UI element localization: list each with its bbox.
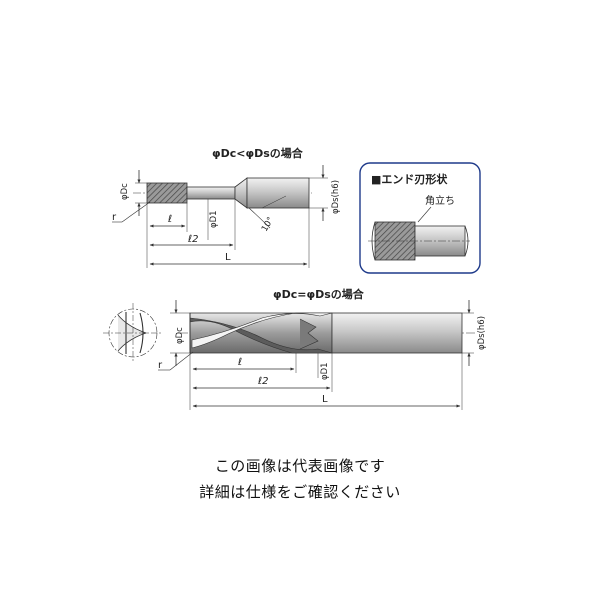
top-dc-label: φDc xyxy=(120,183,130,200)
top-angle-label: 10° xyxy=(260,215,276,233)
caption-representative-image: この画像は代表画像です xyxy=(214,457,386,475)
bottom-d1-label: φD1 xyxy=(320,362,330,380)
bottom-l2-label: ℓ2 xyxy=(258,376,269,387)
end-shape-inset: ■エンド刃形状 角立ち xyxy=(359,162,481,274)
inset-title: ■エンド刃形状 xyxy=(371,172,448,186)
top-r-label: r xyxy=(112,212,117,223)
bottom-dc-label: φDc xyxy=(175,327,185,344)
top-title: φDc<φDsの場合 xyxy=(212,146,304,160)
end-view xyxy=(103,303,163,363)
top-l-label: ℓ xyxy=(168,214,172,225)
bottom-title: φDc=φDsの場合 xyxy=(273,287,365,301)
bottom-drawing: φDc=φDsの場合 φDc xyxy=(103,287,487,410)
top-L-label: L xyxy=(225,252,231,263)
bottom-flute-part xyxy=(189,312,333,354)
top-cutting-part xyxy=(146,182,188,204)
top-l2-label: ℓ2 xyxy=(188,234,199,245)
bottom-shank xyxy=(331,312,463,354)
inset-corner-label: 角立ち xyxy=(425,194,455,207)
top-ds-label: φDs(h6) xyxy=(331,180,341,214)
caption-check-specifications: 詳細は仕様をご確認ください xyxy=(199,483,401,501)
top-shank xyxy=(246,177,310,209)
bottom-ds-label: φDs(h6) xyxy=(477,316,487,350)
bottom-l-label: ℓ xyxy=(238,357,242,368)
top-neck xyxy=(186,186,236,200)
top-drawing: φDc<φDsの場合 φDc φDs(h6) φD1 r 10° xyxy=(112,146,341,268)
bottom-L-label: L xyxy=(322,394,328,405)
top-d1-label: φD1 xyxy=(209,210,219,228)
bottom-r-label: r xyxy=(158,360,163,371)
